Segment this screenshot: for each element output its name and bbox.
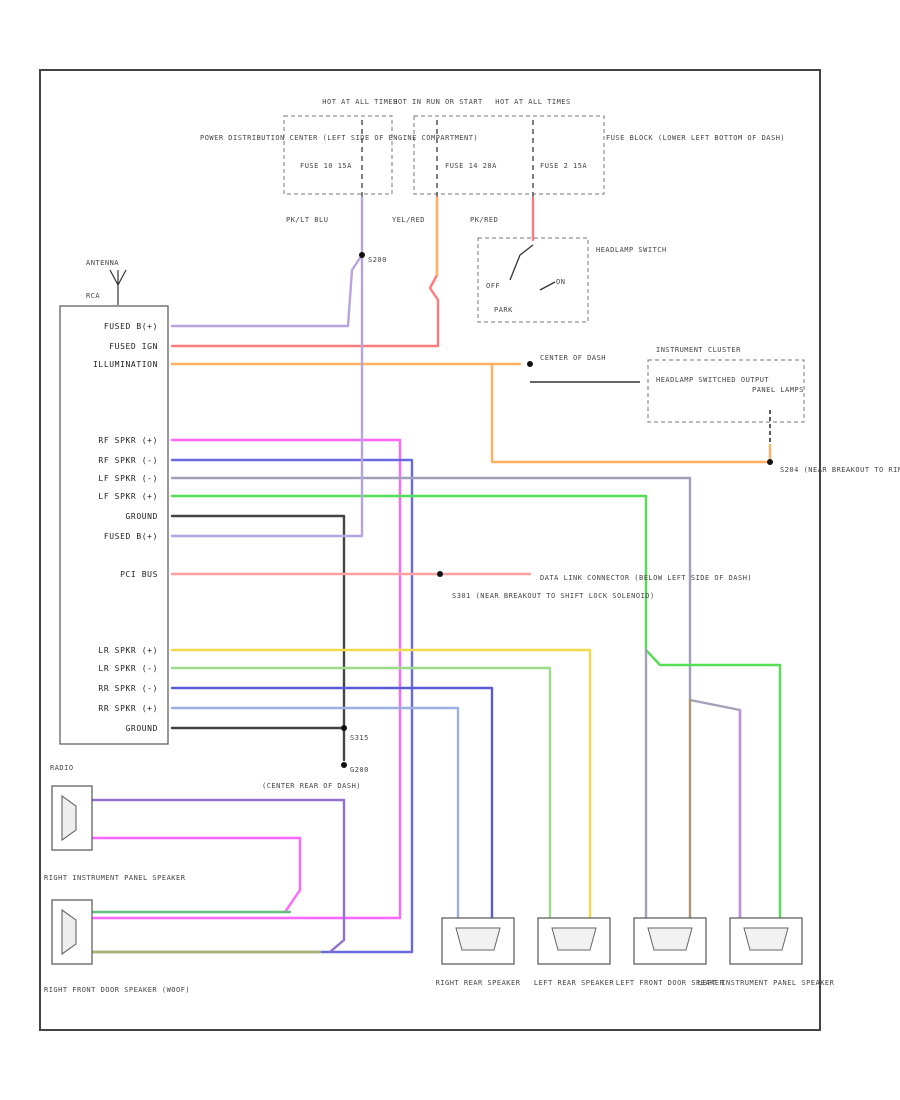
radio-pin-label: LF SPKR (+) xyxy=(98,492,158,501)
g200-label: G200 xyxy=(350,766,369,774)
lfd-speaker-label: LEFT FRONT DOOR SPEAKER xyxy=(616,979,725,987)
speaker-icon-1 xyxy=(61,795,77,841)
wire-rr-pos xyxy=(170,706,460,920)
hot-label-1: HOT AT ALL TIMES xyxy=(322,98,397,106)
radio-pin-label: LR SPKR (-) xyxy=(98,664,158,673)
antenna-icon xyxy=(109,269,127,305)
radio-pin-label: GROUND xyxy=(126,512,159,521)
headlamp-switch-box xyxy=(477,237,589,323)
s204-label: S204 (NEAR BREAKOUT TO RING MODULE) xyxy=(780,466,900,474)
center-rear-label: (CENTER REAR OF DASH) xyxy=(262,782,361,790)
wire-lr-pos xyxy=(170,648,592,920)
wire-rf-pos xyxy=(86,438,402,920)
fuse10-label: FUSE 10 15A xyxy=(300,162,352,170)
wire-rr-neg xyxy=(170,686,494,920)
radio-pin-label: PCI BUS xyxy=(120,570,158,579)
on-label: ON xyxy=(556,278,565,286)
radio-sub-label: RADIO xyxy=(50,764,74,772)
radio-pin-label: RF SPKR (+) xyxy=(98,436,158,445)
ic-box xyxy=(647,359,805,423)
radio-pin-label: GROUND xyxy=(126,724,159,733)
rip-label: RIGHT INSTRUMENT PANEL SPEAKER xyxy=(44,874,186,882)
panel-lamps-label: PANEL LAMPS xyxy=(752,386,804,394)
pk-red-label: PK/RED xyxy=(470,216,498,224)
lr-speaker-label: LEFT REAR SPEAKER xyxy=(534,979,614,987)
rfd-label: RIGHT FRONT DOOR SPEAKER (WOOF) xyxy=(44,986,190,994)
wire-rip-1 xyxy=(90,798,346,954)
splice-center xyxy=(527,361,533,367)
park-label: PARK xyxy=(494,306,513,314)
lip-speaker-label: LEFT INSTRUMENT PANEL SPEAKER xyxy=(698,979,835,987)
rr-speaker-label: RIGHT REAR SPEAKER xyxy=(436,979,521,987)
hot-label-3: HOT AT ALL TIMES xyxy=(495,98,570,106)
yel-red-label: YEL/RED xyxy=(392,216,425,224)
radio-pin-label: FUSED B(+) xyxy=(104,532,158,541)
pdc-label: POWER DISTRIBUTION CENTER (LEFT SIDE OF … xyxy=(200,134,478,142)
splice-s315 xyxy=(341,725,347,731)
wire-ground-1 xyxy=(170,514,346,762)
hd-label: HEADLAMP SWITCHED OUTPUT xyxy=(656,376,769,384)
wire-lf-pos xyxy=(170,494,782,920)
splice-s204 xyxy=(767,459,773,465)
fuse-block-label: FUSE BLOCK (LOWER LEFT BOTTOM OF DASH) xyxy=(606,134,785,142)
splice-s200 xyxy=(359,252,365,258)
radio-pin-label: LF SPKR (-) xyxy=(98,474,158,483)
center-dash-label: CENTER OF DASH xyxy=(540,354,606,362)
splice-s301 xyxy=(437,571,443,577)
speaker-icon-2 xyxy=(61,909,77,955)
radio-pin-label: FUSED B(+) xyxy=(104,322,158,331)
ic-label: INSTRUMENT CLUSTER xyxy=(656,346,741,354)
fuse14-label: FUSE 14 20A xyxy=(445,162,497,170)
off-label: OFF xyxy=(486,282,500,290)
wire-rip-2 xyxy=(90,836,302,914)
bottom-speakers xyxy=(441,917,803,965)
headlamp-switch-label: HEADLAMP SWITCH xyxy=(596,246,667,254)
wire-lf-neg xyxy=(170,476,742,920)
radio-pin-label: RR SPKR (+) xyxy=(98,704,158,713)
fuse2-label: FUSE 2 15A xyxy=(540,162,587,170)
s315-label: S315 xyxy=(350,734,369,742)
radio-pin-label: LR SPKR (+) xyxy=(98,646,158,655)
antenna-label: ANTENNA xyxy=(86,259,119,267)
wire-fused-b xyxy=(170,196,364,328)
switch-contact-icon xyxy=(509,244,556,291)
wire-illumination-2 xyxy=(490,362,772,464)
wire-lr-neg xyxy=(170,666,552,920)
rca-label: RCA xyxy=(86,292,100,300)
radio-box xyxy=(59,305,169,745)
wire-fused-b-2 xyxy=(170,253,364,538)
dlc-label: DATA LINK CONNECTOR (BELOW LEFT SIDE OF … xyxy=(540,574,752,582)
diagram-frame xyxy=(39,69,821,1031)
hot-label-2: HOT IN RUN OR START xyxy=(393,98,483,106)
fuse-block-box xyxy=(413,115,605,195)
radio-pin-labels: FUSED B(+) FUSED IGN ILLUMINATION RF SPKR (… xyxy=(93,322,159,733)
s301-label: S301 (NEAR BREAKOUT TO SHIFT LOCK SOLENO… xyxy=(452,592,655,600)
radio-pin-label: FUSED IGN xyxy=(109,342,158,351)
pdc-box xyxy=(283,115,393,195)
ground-g200 xyxy=(341,762,347,768)
s200-label: S200 xyxy=(368,256,387,264)
radio-pin-label: ILLUMINATION xyxy=(93,360,158,369)
pk-lt-blu-label: PK/LT BLU xyxy=(286,216,328,224)
radio-pin-label: RF SPKR (-) xyxy=(98,456,158,465)
radio-pin-label: RR SPKR (-) xyxy=(98,684,158,693)
